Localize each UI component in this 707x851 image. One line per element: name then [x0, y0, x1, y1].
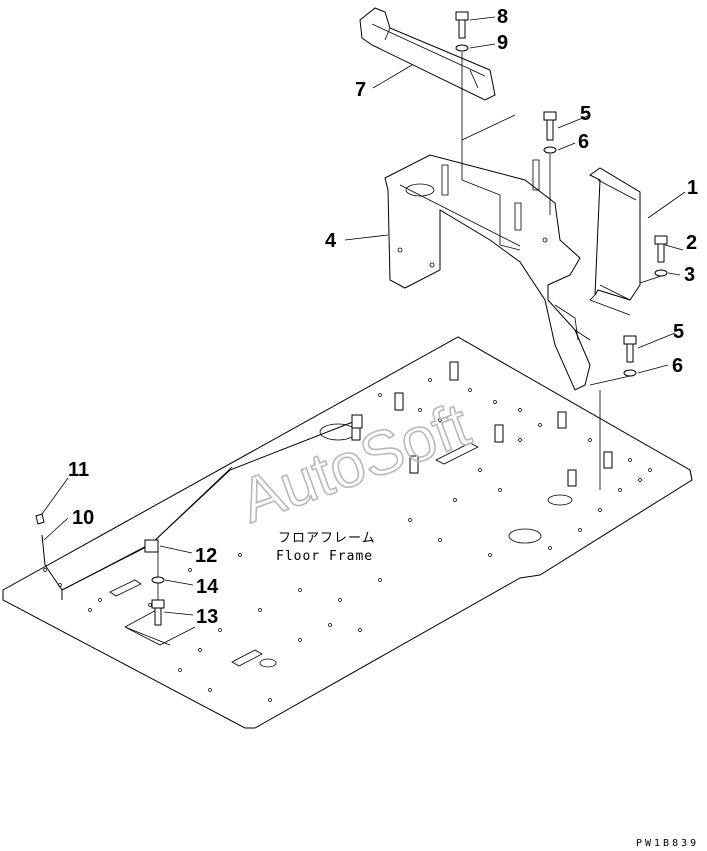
- floor-holes: [43, 378, 652, 702]
- drawing-code: PW1B839: [636, 838, 699, 849]
- callout-11: 11: [68, 459, 89, 481]
- upper-step-bracket: [359, 7, 496, 101]
- washer-3: [654, 269, 668, 277]
- callout-9: 9: [497, 32, 508, 54]
- washer-6-lower: [623, 369, 637, 377]
- callout-14: 14: [196, 576, 219, 598]
- callout-2: 2: [686, 232, 697, 254]
- callout-1: 1: [687, 177, 698, 199]
- floor-frame-label-jp: フロアフレーム: [278, 531, 376, 546]
- washer-14: [151, 576, 165, 584]
- callout-6-lower: 6: [672, 355, 683, 377]
- callout-8: 8: [497, 6, 508, 28]
- bolt-5-upper: [543, 111, 557, 141]
- callout-12: 12: [195, 545, 217, 567]
- side-cover: [589, 167, 641, 316]
- callout-7: 7: [355, 79, 366, 101]
- bolt-13: [151, 599, 165, 626]
- washer-9: [455, 44, 469, 52]
- callout-5-lower: 5: [673, 321, 684, 343]
- callout-4: 4: [325, 230, 337, 252]
- main-panel: [384, 154, 591, 391]
- washer-6-upper: [543, 146, 557, 154]
- floor-studs: [351, 361, 613, 487]
- callout-3: 3: [684, 264, 695, 286]
- callout-6-upper: 6: [578, 131, 589, 153]
- bolt-8: [455, 11, 469, 39]
- callout-10: 10: [72, 507, 94, 529]
- bolt-5-lower: [623, 335, 637, 363]
- callout-13: 13: [196, 606, 218, 628]
- floor-frame-plate: [2, 336, 693, 729]
- bolt-2: [654, 235, 668, 263]
- leader-lines: [41, 16, 686, 616]
- watermark: AutoSoft: [231, 390, 478, 536]
- floor-frame-label-en: Floor Frame: [276, 549, 373, 564]
- assembly-lines: [124, 52, 662, 646]
- callout-5-upper: 5: [580, 103, 591, 125]
- control-rod: [35, 414, 363, 600]
